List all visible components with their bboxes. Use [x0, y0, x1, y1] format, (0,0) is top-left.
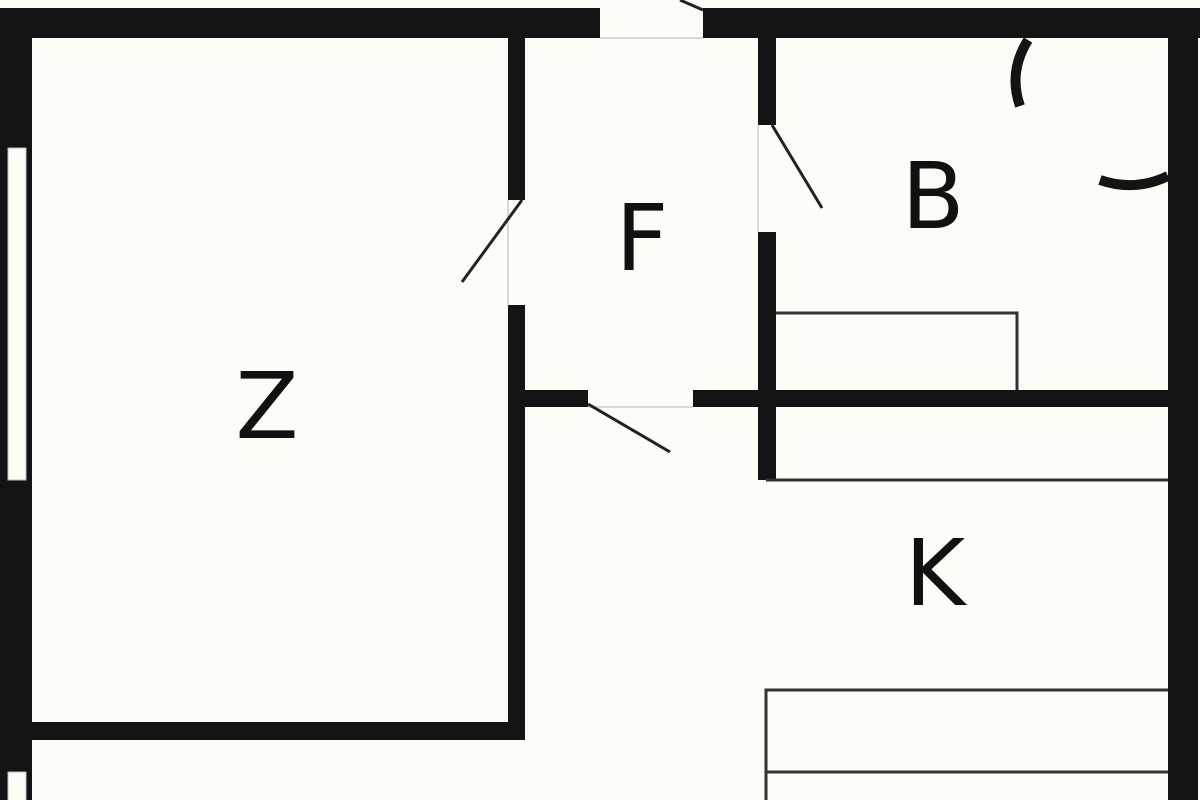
- room-label-z: Z: [235, 353, 298, 460]
- z-bottom-wall: [0, 722, 525, 740]
- door-swings: [460, 0, 824, 454]
- room-label-f: F: [616, 185, 669, 292]
- counters: [764, 311, 1168, 800]
- windows: [7, 147, 27, 800]
- room-label-b: B: [901, 143, 964, 250]
- counter-b: [776, 311, 1019, 390]
- room-labels: Z F B K: [235, 143, 967, 627]
- f-bottom-wall-right: [693, 390, 1168, 407]
- f-bottom-wall-left: [525, 390, 588, 407]
- window-left-lower: [7, 771, 27, 800]
- fixture-arc-top: [1010, 37, 1033, 108]
- counter-k-bottom: [764, 688, 1168, 800]
- fixtures: [1010, 37, 1171, 191]
- f-b-wall-lower: [758, 232, 776, 480]
- z-f-wall-lower: [508, 305, 525, 740]
- walls: [0, 8, 1200, 800]
- right-wall: [1168, 8, 1198, 800]
- top-wall-right: [703, 8, 1200, 38]
- fixture-arc-right: [1098, 171, 1171, 191]
- door-swing-z: [460, 199, 524, 283]
- top-wall-left: [0, 8, 600, 38]
- z-f-wall-upper: [508, 38, 525, 200]
- f-b-wall-upper: [758, 38, 776, 125]
- door-swing-f: [587, 402, 671, 454]
- room-label-k: K: [905, 520, 968, 627]
- door-swing-top: [679, 0, 704, 12]
- window-left: [7, 147, 27, 481]
- door-swing-b: [770, 124, 824, 209]
